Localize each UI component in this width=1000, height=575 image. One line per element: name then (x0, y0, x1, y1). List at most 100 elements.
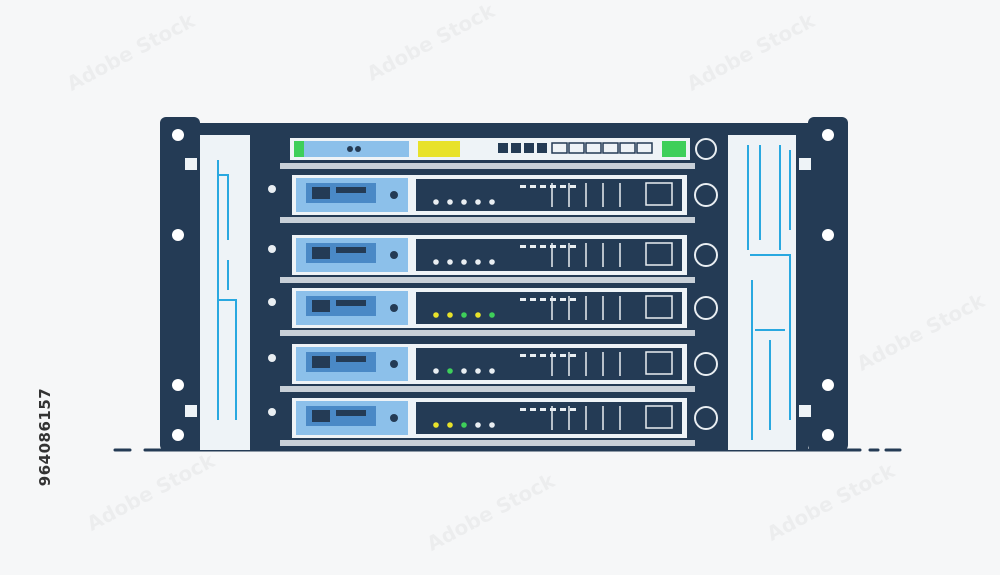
unit-rail (280, 217, 695, 223)
status-indicator (520, 185, 526, 188)
drive-slot (336, 187, 366, 193)
status-led (461, 368, 467, 374)
status-led (447, 422, 453, 428)
status-led (433, 422, 439, 428)
status-indicator (540, 185, 546, 188)
status-led (489, 259, 495, 265)
drive-slot (336, 356, 366, 362)
port-panel (416, 348, 682, 380)
status-led (475, 368, 481, 374)
status-indicator (570, 354, 576, 357)
handle-ring (695, 138, 717, 160)
handle-ring (694, 243, 718, 267)
status-indicator (560, 298, 566, 301)
switch-module (662, 141, 686, 157)
drive-slot (312, 356, 330, 368)
status-led (475, 422, 481, 428)
drive-slot (336, 410, 366, 416)
status-indicator (550, 354, 556, 357)
status-led (489, 199, 495, 205)
status-led (489, 422, 495, 428)
server-unit (268, 175, 718, 223)
switch-status-strip (294, 141, 304, 157)
port-panel (416, 179, 682, 211)
drive-slot (336, 300, 366, 306)
status-indicator (560, 185, 566, 188)
latch-knob (268, 354, 276, 362)
server-unit (268, 344, 718, 392)
network-port (645, 295, 673, 319)
latch-knob (268, 408, 276, 416)
status-led (461, 422, 467, 428)
handle-ring (694, 183, 718, 207)
power-button (390, 304, 398, 312)
server-unit (268, 235, 718, 283)
status-led (475, 199, 481, 205)
status-indicator (530, 245, 536, 248)
status-led (433, 312, 439, 318)
status-led (461, 259, 467, 265)
switch-port (524, 143, 534, 153)
status-indicator (540, 354, 546, 357)
status-led (475, 259, 481, 265)
status-led (447, 199, 453, 205)
right-side-panel (728, 135, 796, 450)
power-button (390, 360, 398, 368)
unit-rail (280, 277, 695, 283)
status-indicator (550, 245, 556, 248)
switch-port (551, 142, 568, 154)
latch-knob (268, 298, 276, 306)
power-button (390, 191, 398, 199)
server-unit (268, 288, 718, 336)
right-rail (799, 117, 848, 451)
status-indicator (560, 354, 566, 357)
network-port (645, 242, 673, 266)
status-indicator (540, 408, 546, 411)
status-indicator (530, 185, 536, 188)
status-led (489, 368, 495, 374)
status-indicator (560, 245, 566, 248)
drive-slot (312, 247, 330, 259)
status-indicator (570, 245, 576, 248)
status-indicator (570, 298, 576, 301)
power-button (390, 251, 398, 259)
status-led (447, 259, 453, 265)
status-led (447, 368, 453, 374)
switch-port (568, 142, 585, 154)
switch-port (537, 143, 547, 153)
switch-module (418, 141, 460, 157)
rack-units (268, 138, 718, 446)
switch-port (619, 142, 636, 154)
status-led (433, 259, 439, 265)
switch-port (498, 143, 508, 153)
status-indicator (560, 408, 566, 411)
switch-led (347, 146, 353, 152)
power-button (390, 414, 398, 422)
status-indicator (540, 245, 546, 248)
handle-ring (694, 352, 718, 376)
port-panel (416, 292, 682, 324)
status-led (475, 312, 481, 318)
port-panel (416, 402, 682, 434)
latch-knob (268, 245, 276, 253)
server-unit (268, 398, 718, 446)
drive-slot (336, 247, 366, 253)
drive-slot (312, 410, 330, 422)
status-indicator (530, 408, 536, 411)
status-indicator (570, 408, 576, 411)
port-panel (416, 239, 682, 271)
status-indicator (550, 298, 556, 301)
handle-ring (694, 296, 718, 320)
switch-led (355, 146, 361, 152)
status-indicator (530, 298, 536, 301)
status-indicator (540, 298, 546, 301)
unit-rail (280, 330, 695, 336)
stock-id-label: 964086157 (36, 387, 54, 487)
status-indicator (550, 408, 556, 411)
status-indicator (520, 245, 526, 248)
status-indicator (520, 354, 526, 357)
switch-port (585, 142, 602, 154)
unit-rail (280, 163, 695, 169)
